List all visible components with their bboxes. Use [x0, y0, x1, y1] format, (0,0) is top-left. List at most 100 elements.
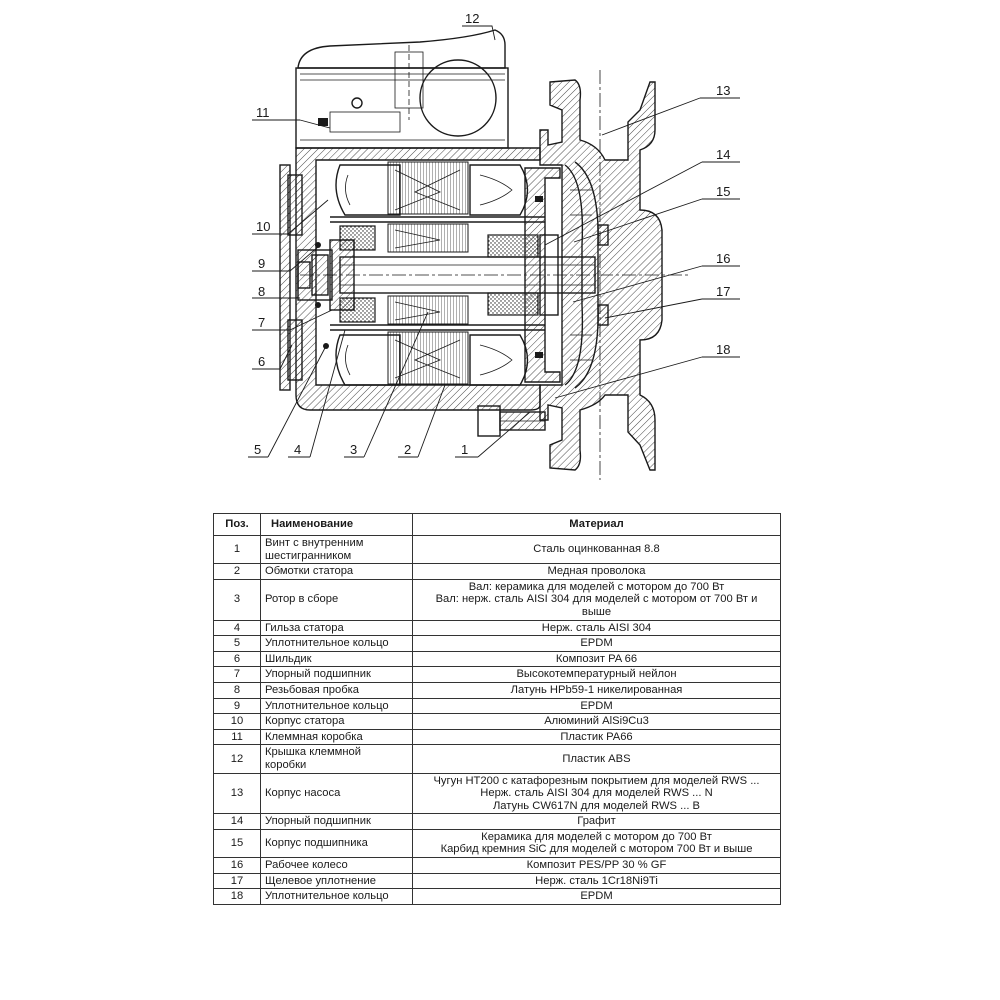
callout-12: 12	[465, 11, 479, 26]
cell-name: Резьбовая пробка	[260, 681, 413, 699]
cell-name-line: Резьбовая пробка	[265, 683, 360, 696]
cell-material-line: EPDM	[580, 699, 613, 712]
cell-material: EPDM	[412, 888, 781, 905]
cell-position: 10	[213, 713, 261, 730]
cell-name-line: шестигранником	[265, 549, 352, 562]
cell-position: 15	[213, 828, 261, 859]
terminal-box	[295, 45, 509, 149]
cell-name-line: Уплотнительное кольцо	[265, 637, 389, 650]
leader-lines	[248, 25, 740, 458]
cell-position: 3	[213, 578, 261, 621]
cell-material-line: Вал: нерж. сталь AISI 304 для моделей с …	[435, 593, 758, 606]
cell-name: Шильдик	[260, 650, 413, 668]
callout-7: 7	[258, 315, 265, 330]
cell-name-line: Упорный подшипник	[265, 815, 371, 828]
cell-material: Композит PES/PP 30 % GF	[412, 857, 781, 874]
cell-name: Гильза статора	[260, 619, 413, 637]
cell-name: Уплотнительное кольцо	[260, 635, 413, 652]
cell-name: Корпус насоса	[260, 772, 413, 815]
cell-material-line: Графит	[577, 815, 616, 828]
cell-material-line: Медная проволока	[547, 565, 646, 578]
stator-windings	[335, 161, 529, 386]
cell-name-line: Шильдик	[265, 652, 312, 665]
cell-material: Сталь оцинкованная 8.8	[412, 534, 781, 565]
rotor-assembly	[339, 223, 469, 325]
cell-material: Латунь HPb59-1 никелированная	[412, 681, 781, 699]
cell-position: 9	[213, 697, 261, 715]
cell-name: Клеммная коробка	[260, 728, 413, 746]
cell-material: Вал: керамика для моделей с мотором до 7…	[412, 578, 781, 621]
table-row: 3 Ротор в сборе Вал: керамика для моделей …	[213, 578, 781, 621]
cell-material: Пластик ABS	[412, 744, 781, 774]
nameplate	[279, 164, 291, 391]
cell-name-line: Корпус подшипника	[265, 837, 368, 850]
callout-16: 16	[716, 251, 730, 266]
cell-material-line: Пластик PA66	[560, 730, 633, 743]
table-row: 15 Корпус подшипника Керамика для моделей …	[213, 828, 781, 859]
table-row: 16 Рабочее колесо Композит PES/PP 30 % GF	[213, 857, 781, 874]
cell-material: EPDM	[412, 635, 781, 652]
cell-name: Рабочее колесо	[260, 857, 413, 874]
cell-name: Щелевое уплотнение	[260, 872, 413, 890]
cell-material-line: EPDM	[580, 637, 613, 650]
header-position: Поз.	[213, 513, 261, 536]
callout-11: 11	[256, 105, 270, 120]
cell-name-line: Упорный подшипник	[265, 668, 371, 681]
cell-material: Нерж. сталь AISI 304	[412, 619, 781, 637]
pump-cross-section-drawing: 12 13 14 15 16 17 18 11 10 9 8 7 6 5 4 3…	[248, 11, 740, 480]
cell-material-line: Карбид кремния SiC для моделей с мотором…	[440, 843, 753, 856]
cell-material: Алюминий AlSi9Cu3	[412, 713, 781, 730]
cell-name: Корпус подшипника	[260, 828, 413, 859]
cell-material: Чугун HT200 с катафорезным покрытием для…	[412, 772, 781, 815]
cell-material-line: Нерж. сталь 1Cr18Ni9Ti	[535, 874, 658, 887]
cell-position: 6	[213, 650, 261, 668]
cell-position: 17	[213, 872, 261, 890]
cell-material-line: Высокотемпературный нейлон	[516, 668, 677, 681]
cell-position: 16	[213, 857, 261, 874]
callout-15: 15	[716, 184, 730, 199]
cell-name-line: Рабочее колесо	[265, 859, 348, 872]
cell-material-line: Композит PA 66	[555, 652, 638, 665]
callout-labels: 12 13 14 15 16 17 18 11 10 9 8 7 6 5 4 3…	[254, 11, 730, 457]
cell-name-line: Винт с внутренним	[265, 537, 364, 549]
cell-name-line: Обмотки статора	[265, 565, 354, 578]
hex-socket-screw	[477, 405, 546, 437]
bearing-housing	[524, 167, 561, 383]
cell-material: Нерж. сталь 1Cr18Ni9Ti	[412, 872, 781, 890]
stator-sleeve	[330, 216, 545, 331]
callout-9: 9	[258, 256, 265, 271]
header-name: Наименование	[260, 513, 413, 536]
cell-material: Пластик PA66	[412, 728, 781, 746]
cell-name: Обмотки статора	[260, 563, 413, 580]
cell-name-line: Уплотнительное кольцо	[265, 699, 389, 712]
cell-material-line: Латунь HPb59-1 никелированная	[510, 683, 683, 696]
table-row: 10 Корпус статора Алюминий AlSi9Cu3	[213, 713, 781, 730]
cell-position: 13	[213, 772, 261, 815]
cell-material-line: Пластик ABS	[562, 752, 631, 765]
cell-name: Уплотнительное кольцо	[260, 697, 413, 715]
table-row: 6 Шильдик Композит PA 66	[213, 650, 781, 668]
cell-name-line: Ротор в сборе	[265, 593, 339, 606]
cell-material: Керамика для моделей с мотором до 700 Вт…	[412, 828, 781, 859]
cell-name-line: Уплотнительное кольцо	[265, 890, 389, 903]
cell-material-line: Латунь CW617N для моделей RWS ... B	[492, 799, 701, 812]
callout-1: 1	[461, 442, 468, 457]
table-row: 9 Уплотнительное кольцо EPDM	[213, 697, 781, 715]
cell-name-line: Корпус статора	[265, 715, 345, 728]
cell-material: Медная проволока	[412, 563, 781, 580]
cell-material-line: выше	[581, 605, 612, 618]
